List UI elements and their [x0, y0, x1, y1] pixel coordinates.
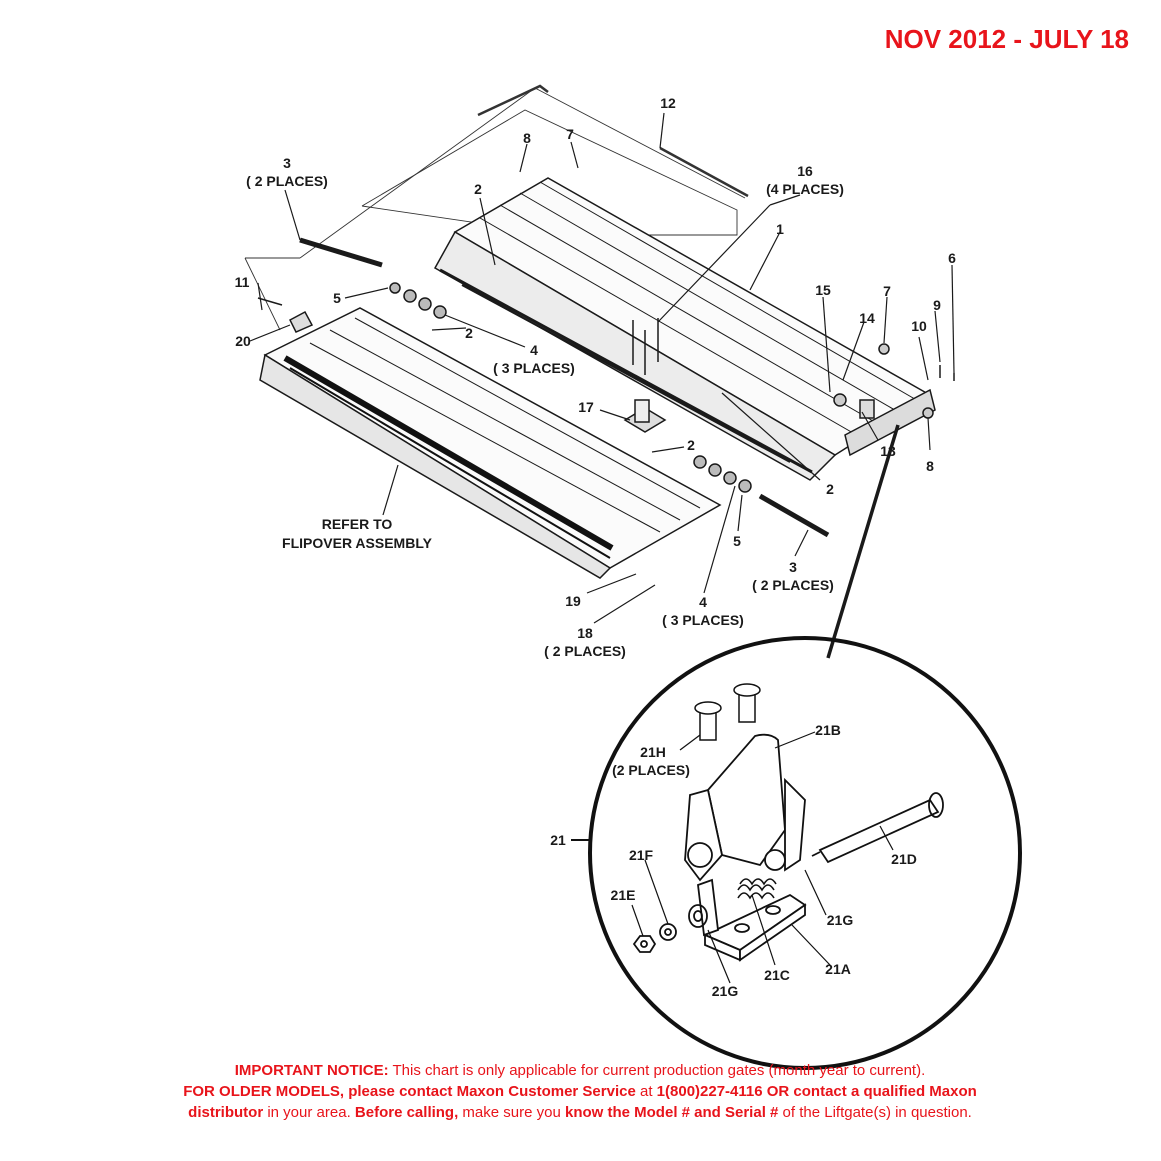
important-notice: IMPORTANT NOTICE: This chart is only app…: [120, 1060, 1040, 1123]
notice-line-1: IMPORTANT NOTICE: This chart is only app…: [120, 1060, 1040, 1081]
label-5-top: 5: [333, 290, 341, 306]
label-21d: 21D: [891, 851, 917, 867]
notice-line-3: distributor in your area. Before calling…: [120, 1102, 1040, 1123]
notice-older-models: FOR OLDER MODELS, please contact Maxon C…: [183, 1083, 636, 1100]
label-18-places: ( 2 PLACES): [544, 643, 626, 659]
bushings-upper: [389, 282, 447, 319]
notice-text-3d: of the Liftgate(s) in question: [778, 1104, 968, 1121]
label-9: 9: [933, 297, 941, 313]
washer-21f: [659, 923, 677, 941]
label-flipover-assembly: FLIPOVER ASSEMBLY: [282, 535, 433, 551]
leader-lines: [249, 112, 955, 659]
torsion-spring-21c: [737, 878, 777, 900]
label-4-top-places: ( 3 PLACES): [493, 360, 575, 376]
hinge-base-21a: [697, 878, 807, 962]
label-2-mid: 2: [465, 325, 473, 341]
main-platform: [433, 177, 936, 481]
label-6: 6: [948, 250, 956, 266]
label-2-top: 2: [474, 181, 482, 197]
hinge-20: [257, 297, 314, 333]
label-17: 17: [578, 399, 594, 415]
notice-text-3a: in your area: [263, 1104, 347, 1121]
washer-21g: [688, 904, 708, 928]
bushings-lower: [693, 455, 752, 493]
label-21: 21: [550, 832, 566, 848]
hinge-bolts-21h: [694, 683, 761, 741]
label-12: 12: [660, 95, 676, 111]
label-1: 1: [776, 221, 784, 237]
label-refer-to: REFER TO: [322, 516, 393, 532]
label-2-right: 2: [826, 481, 834, 497]
notice-line-2: FOR OLDER MODELS, please contact Maxon C…: [120, 1081, 1040, 1102]
label-5-bottom: 5: [733, 533, 741, 549]
label-21c: 21C: [764, 967, 790, 983]
notice-text-2a: at: [635, 1083, 657, 1100]
pin-3-upper: [299, 237, 383, 268]
label-21g-right: 21G: [827, 912, 854, 928]
pin-3-lower: [758, 493, 830, 538]
bracket-17: [623, 399, 667, 433]
label-19: 19: [565, 593, 581, 609]
date-range-title: NOV 2012 - JULY 18: [884, 24, 1129, 54]
label-4-bottom-places: ( 3 PLACES): [662, 612, 744, 628]
label-21a: 21A: [825, 961, 851, 977]
notice-text-3b: .: [346, 1104, 355, 1121]
label-11: 11: [235, 274, 250, 290]
label-3-top-places: ( 2 PLACES): [246, 173, 328, 189]
label-7-right: 7: [883, 283, 891, 299]
notice-text-1: This chart is only applicable for curren…: [388, 1062, 926, 1079]
nut-21e: [632, 935, 657, 953]
notice-before-calling: Before calling,: [354, 1104, 459, 1121]
notice-model-serial: know the Model # and Serial #: [564, 1104, 779, 1121]
label-13: 13: [880, 443, 896, 459]
label-3-bottom: 3: [789, 559, 797, 575]
label-3-bottom-places: ( 2 PLACES): [752, 577, 834, 593]
label-4-top: 4: [530, 342, 538, 358]
notice-text-3e: .: [967, 1104, 972, 1121]
label-3-top: 3: [283, 155, 291, 171]
label-21h-places: (2 PLACES): [612, 762, 690, 778]
label-18: 18: [577, 625, 593, 641]
label-8-right: 8: [926, 458, 934, 474]
label-16: 16: [797, 163, 813, 179]
label-15: 15: [815, 282, 831, 298]
label-21b: 21B: [815, 722, 841, 738]
label-4-bottom: 4: [699, 594, 707, 610]
label-20: 20: [235, 333, 251, 349]
bolts-16: [632, 318, 659, 375]
label-14: 14: [859, 310, 875, 326]
notice-text-3c: make sure you: [458, 1104, 565, 1121]
detail-leaders: [631, 731, 894, 984]
label-21e: 21E: [611, 887, 636, 903]
label-8-top: 8: [523, 130, 531, 146]
detail-circle-21: [571, 636, 1022, 1070]
label-21h: 21H: [640, 744, 666, 760]
callout-labels: 12 8 7 16 (4 PLACES) 3 ( 2 PLACES) 2 1 6…: [235, 95, 957, 999]
flipover-platform: [259, 307, 722, 579]
label-2-lower: 2: [687, 437, 695, 453]
label-21f: 21F: [629, 847, 654, 863]
hinge-pin-21d: [811, 792, 944, 864]
label-10: 10: [911, 318, 927, 334]
notice-heading: IMPORTANT NOTICE:: [234, 1062, 389, 1079]
label-21g-bottom: 21G: [712, 983, 739, 999]
hinge-plate-21b: [684, 733, 806, 882]
label-16-places: (4 PLACES): [766, 181, 844, 197]
notice-distributor: distributor: [188, 1104, 264, 1121]
notice-phone: 1(800)227-4116 OR contact a qualified Ma…: [656, 1083, 977, 1100]
label-7-top: 7: [566, 126, 574, 142]
right-hardware: [833, 343, 955, 419]
